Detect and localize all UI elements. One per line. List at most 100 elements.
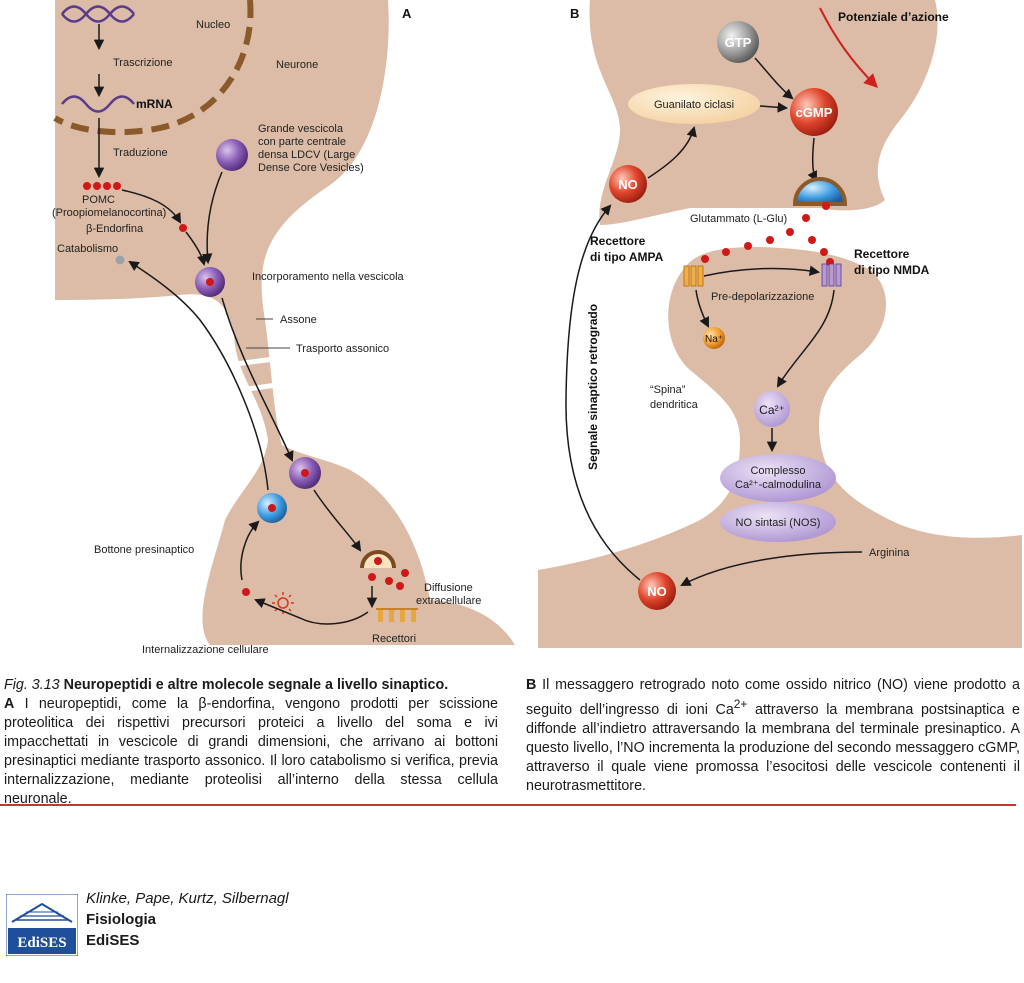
nos-icon bbox=[720, 502, 836, 542]
action-potential-arrow bbox=[819, 7, 878, 88]
fusing-vesicle-core bbox=[374, 557, 382, 565]
arrow-internalization-up bbox=[240, 520, 260, 581]
no-presynaptic-icon bbox=[609, 165, 647, 203]
retrograde-signal-arrow bbox=[565, 204, 641, 581]
caption-b-text-1: Il messaggero retrogrado noto come ossid… bbox=[526, 677, 1020, 718]
guanylate-cyclase-label: Guanilato ciclasi bbox=[654, 99, 734, 111]
caption-column-left: Fig. 3.13 Neuropeptidi e altre molecole … bbox=[4, 676, 498, 809]
complex-label-2: Ca²⁺-calmodulina bbox=[735, 479, 822, 491]
beta-endorphin-label: β-Endorfina bbox=[86, 223, 144, 235]
nmda-label-1: Recettore bbox=[854, 247, 910, 261]
no-presynaptic-label: NO bbox=[618, 177, 638, 192]
gtp-label: GTP bbox=[725, 35, 752, 50]
nucleus-membrane bbox=[53, 0, 254, 136]
arrow-retrograde-catabolism bbox=[128, 260, 269, 491]
axon-break-upper bbox=[227, 355, 283, 368]
axon-break-lower bbox=[239, 380, 293, 393]
figure: A Nucleo Neurone Trascrizione mRNA Tradu… bbox=[52, 0, 1022, 656]
vesicle-label-4: Dense Core Vesicles) bbox=[258, 162, 364, 174]
transport-label: Trasporto assonico bbox=[296, 343, 389, 355]
nmda-label-2: di tipo NMDA bbox=[854, 263, 930, 277]
axon-label: Assone bbox=[280, 314, 317, 326]
no-postsynaptic-label: NO bbox=[647, 584, 667, 599]
caption-column-right: B Il messaggero retrogrado noto come oss… bbox=[526, 676, 1020, 796]
presynaptic-bouton-label: Bottone presinaptico bbox=[94, 544, 194, 556]
ampa-label-2: di tipo AMPA bbox=[590, 250, 664, 264]
no-postsynaptic-icon bbox=[638, 572, 676, 610]
glutamate-label: Glutammato (L-Glu) bbox=[690, 213, 787, 225]
arrow-ca-influx bbox=[776, 289, 835, 388]
arrow-axonal-transport bbox=[221, 297, 294, 462]
arrow-pomc-cleavage bbox=[121, 189, 182, 224]
vesicle-label-2: con parte centrale bbox=[258, 136, 346, 148]
nos-label: NO sintasi (NOS) bbox=[736, 517, 821, 529]
mrna-label: mRNA bbox=[136, 97, 173, 111]
logo-text: EdiSES bbox=[17, 935, 66, 951]
ldcv-vesicle-icon bbox=[216, 139, 248, 171]
vesicle-label-1: Grande vescicola bbox=[258, 123, 344, 135]
mrna-icon bbox=[61, 95, 135, 113]
diffusion-label-1: Diffusione bbox=[424, 582, 473, 594]
caption-b-superscript: 2+ bbox=[733, 697, 748, 711]
footer-book-title: Fisiologia bbox=[86, 911, 157, 928]
caption-divider bbox=[0, 804, 1016, 806]
na-icon bbox=[703, 327, 725, 349]
postsynaptic-cell bbox=[290, 599, 515, 645]
terminal-vesicle-core bbox=[301, 469, 309, 477]
panel-a-letter: A bbox=[402, 6, 412, 21]
loaded-vesicle-core bbox=[206, 278, 214, 286]
docked-vesicle-icon bbox=[792, 177, 848, 206]
internalization-label: Internalizzazione cellulare bbox=[142, 644, 269, 656]
nmda-receptor-icon bbox=[821, 263, 842, 287]
neuron-label: Neurone bbox=[276, 59, 318, 71]
caption-b-text-2: attraverso la membrana postsinaptica e d… bbox=[526, 701, 1021, 794]
peptidase-icon bbox=[272, 592, 294, 614]
gtp-icon bbox=[717, 21, 759, 63]
postsynaptic-dendrite bbox=[538, 246, 1022, 648]
panel-b: B Potenziale d’azione GTP Guanilato cicl… bbox=[538, 0, 1022, 648]
spine-label-1: “Spina” bbox=[650, 384, 686, 396]
cgmp-icon bbox=[790, 88, 838, 136]
guanylate-cyclase-icon bbox=[628, 84, 760, 124]
axon bbox=[202, 345, 430, 645]
footer-authors: Klinke, Pape, Kurtz, Silbernagl bbox=[86, 890, 289, 907]
calcium-icon bbox=[754, 391, 790, 427]
footer-publisher: EdiSES bbox=[86, 932, 140, 949]
vesicle-label-3: densa LDCV (Large bbox=[258, 149, 355, 161]
incorporation-label: Incorporamento nella vescicola bbox=[252, 271, 405, 283]
ampa-receptor-icon bbox=[683, 265, 704, 287]
endosome-core bbox=[268, 504, 276, 512]
arrow-arginine-no bbox=[680, 551, 863, 586]
calmodulin-complex-icon bbox=[720, 454, 836, 502]
retrograde-signal-label: Segnale sinaptico retrogrado bbox=[586, 304, 600, 470]
beta-endorphin-dot bbox=[179, 224, 187, 232]
diffusion-label-2: extracellulare bbox=[416, 595, 481, 607]
arrow-to-release bbox=[313, 489, 362, 552]
catabolism-dot bbox=[115, 255, 125, 265]
spine-label-2: dendritica bbox=[650, 399, 699, 411]
calcium-label: Ca²⁺ bbox=[759, 403, 785, 417]
cgmp-label: cGMP bbox=[796, 105, 833, 120]
panel-a: A Nucleo Neurone Trascrizione mRNA Tradu… bbox=[52, 0, 515, 656]
receptors-icon bbox=[376, 608, 418, 622]
predepolarization-label: Pre-depolarizzazione bbox=[711, 291, 814, 303]
catabolism-label: Catabolismo bbox=[57, 243, 118, 255]
panel-b-letter: B bbox=[570, 6, 579, 21]
nucleus-label: Nucleo bbox=[196, 19, 230, 31]
figure-title: Neuropeptidi e altre molecole segnale a … bbox=[63, 677, 449, 693]
figure-svg: A Nucleo Neurone Trascrizione mRNA Tradu… bbox=[52, 0, 1022, 656]
ampa-label-1: Recettore bbox=[590, 234, 646, 248]
caption-a-letter: A bbox=[4, 696, 15, 712]
dna-icon bbox=[61, 5, 135, 23]
complex-label-1: Complesso bbox=[750, 465, 805, 477]
arrow-internalization bbox=[254, 598, 369, 625]
translation-label: Traduzione bbox=[113, 147, 168, 159]
caption-b-letter: B bbox=[526, 677, 537, 693]
figure-caption: Fig. 3.13 Neuropeptidi e altre molecole … bbox=[4, 676, 1020, 807]
na-label: Na⁺ bbox=[705, 334, 723, 345]
pomc-chain bbox=[83, 182, 121, 190]
released-peptides bbox=[368, 569, 409, 590]
footer: EdiSES Klinke, Pape, Kurtz, Silbernagl F… bbox=[5, 888, 426, 958]
action-potential-label: Potenziale d’azione bbox=[838, 10, 949, 24]
arginine-label: Arginina bbox=[869, 547, 910, 559]
